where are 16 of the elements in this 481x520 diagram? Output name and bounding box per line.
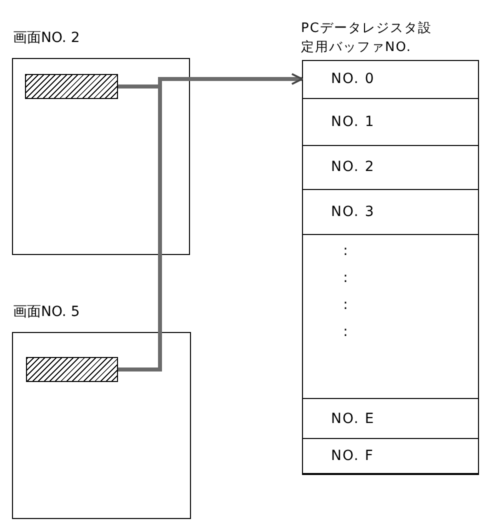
connector-arrow <box>118 73 303 372</box>
hatched-bar <box>26 357 118 382</box>
row-label: NO. 1 <box>331 114 375 130</box>
row-label: NO. 0 <box>331 71 375 88</box>
ellipsis-mark: : <box>343 324 348 340</box>
heading: 画面NO. 5 <box>13 303 80 322</box>
hatched-bar <box>25 74 118 99</box>
ellipsis-mark: : <box>343 270 348 286</box>
row-label: NO. 2 <box>331 159 375 176</box>
heading: 画面NO. 2 <box>13 29 80 48</box>
row-label: NO. F <box>331 448 374 464</box>
row-label: NO. 3 <box>331 204 375 220</box>
ellipsis-mark: : <box>343 243 348 260</box>
ellipsis-mark: : <box>343 297 348 314</box>
heading: PCデータレジスタ設定用バッファNO. <box>301 20 433 57</box>
row-label: NO. E <box>331 410 375 427</box>
